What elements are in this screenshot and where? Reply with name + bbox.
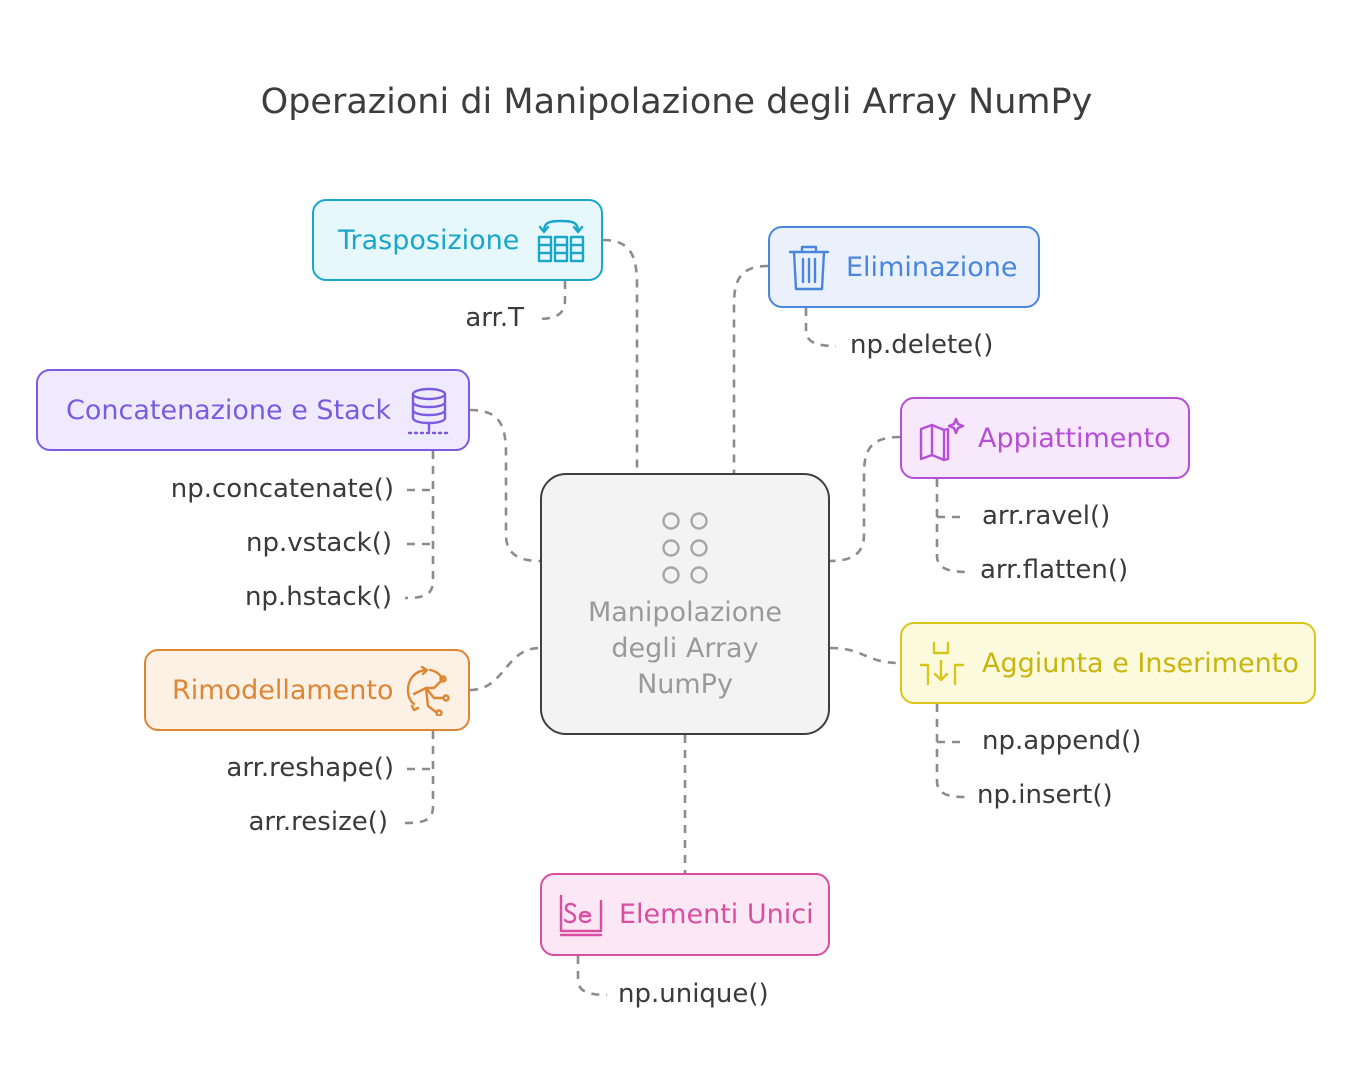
selenium-se-icon [559,894,603,937]
item-np-delete: np.delete() [850,330,994,360]
connector-arr-T [536,281,567,321]
item-arr-flatten: arr.flatten() [980,555,1129,585]
connector-appiattimento [829,435,901,563]
center-node: Manipolazione degli Array NumPy [540,473,830,735]
transpose-columns-icon [537,219,585,263]
item-arr-ravel: arr.ravel() [982,501,1111,531]
item-arr-resize: arr.resize() [248,807,388,837]
item-np-append: np.append() [982,726,1142,756]
item-np-unique: np.unique() [618,979,769,1009]
insert-arrow-icon [919,641,965,686]
item-arr-reshape: arr.reshape() [226,753,394,783]
node-aggiunta: Aggiunta e Inserimento [900,622,1316,704]
connector-concatenazione [469,408,541,563]
center-label: Manipolazione degli Array NumPy [587,597,783,700]
database-stack-icon [407,387,451,435]
dots-grid-icon [662,512,708,584]
node-appiattimento: Appiattimento [900,397,1190,479]
connector-aggiunta [829,646,901,665]
item-np-concatenate: np.concatenate() [170,474,394,504]
item-np-hstack: np.hstack() [244,582,392,612]
connector-trasposizione [602,238,639,473]
connector-np-unique [576,956,608,997]
node-eliminazione: Eliminazione [768,226,1040,308]
connector-concat-items [404,451,435,600]
node-elementi-unici: Elementi Unici [540,873,830,956]
node-concatenazione: Concatenazione e Stack [36,369,470,451]
connector-appiatt-items [935,479,969,574]
item-arr-T: arr.T [465,303,524,333]
reshape-arrows-icon [406,666,450,716]
node-trasposizione: Trasposizione [312,199,603,281]
node-rimodellamento: Rimodellamento [144,649,470,731]
connector-eliminazione [732,264,769,473]
connector-rimodellamento [469,646,541,692]
diagram-title: Operazioni di Manipolazione degli Array … [260,82,1093,122]
trash-icon [788,245,830,291]
connector-np-delete [804,308,837,348]
map-sparkle-icon [919,417,965,462]
item-np-insert: np.insert() [977,780,1113,810]
connector-aggiunta-items [935,704,966,799]
connector-rimod-items [404,731,435,825]
item-np-vstack: np.vstack() [246,528,392,558]
